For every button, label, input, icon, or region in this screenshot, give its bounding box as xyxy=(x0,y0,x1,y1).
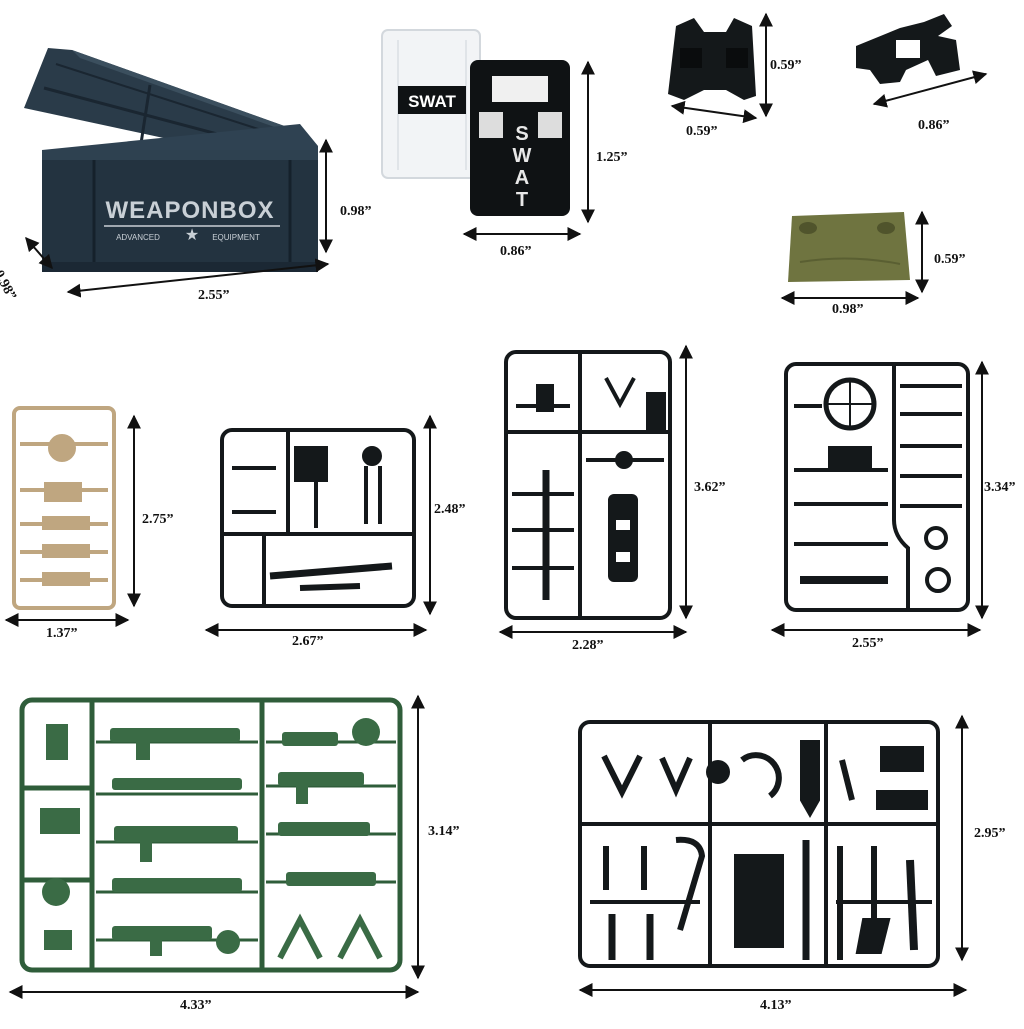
tools-sprue-width-label: 4.13” xyxy=(760,998,792,1013)
crate-sub-left: ADVANCED xyxy=(116,233,160,242)
black-shield-letter-s: S xyxy=(515,123,528,145)
shield-width-label: 0.86” xyxy=(500,244,532,259)
sprue-a-width-label: 2.67” xyxy=(292,634,324,649)
clear-shield-label: SWAT xyxy=(408,92,456,111)
black-sprue-b xyxy=(504,350,672,620)
tan-sprue xyxy=(12,406,116,610)
sprue-a-height-label: 2.48” xyxy=(434,502,466,517)
vest-width-label: 0.59” xyxy=(686,124,718,139)
sprue-c-height-label: 3.34” xyxy=(984,480,1016,495)
sandbag xyxy=(788,212,910,282)
black-sprue-c xyxy=(784,362,970,612)
sandbag-height-label: 0.59” xyxy=(934,252,966,267)
swat-shields xyxy=(381,29,570,216)
black-shield-letter-w: W xyxy=(513,145,532,167)
black-sprue-a xyxy=(220,428,416,608)
mount-width-label: 0.86” xyxy=(918,118,950,133)
crate-width-label: 2.55” xyxy=(198,288,230,303)
sprue-b-height-label: 3.62” xyxy=(694,480,726,495)
crate-star-icon: ★ xyxy=(185,227,199,244)
camo-weapons xyxy=(40,718,383,960)
gun-mount xyxy=(856,14,960,84)
camo-sprue-height-label: 3.14” xyxy=(428,824,460,839)
tan-sprue-width-label: 1.37” xyxy=(46,626,78,641)
black-shield-letter-a: A xyxy=(515,167,529,189)
crate-height-label: 0.98” xyxy=(340,204,372,219)
vest-height-label: 0.59” xyxy=(770,58,802,73)
tan-sprue-height-label: 2.75” xyxy=(142,512,174,527)
sandbag-width-label: 0.98” xyxy=(832,302,864,317)
sprue-c-width-label: 2.55” xyxy=(852,636,884,651)
crate-sub-right: EQUIPMENT xyxy=(212,233,260,242)
tools-sprue xyxy=(578,720,940,968)
sprue-b-width-label: 2.28” xyxy=(572,638,604,653)
shield-height-label: 1.25” xyxy=(596,150,628,165)
black-shield-letter-t: T xyxy=(516,189,528,211)
tactical-vest xyxy=(668,18,756,100)
crate-brand-text: WEAPONBOX xyxy=(105,197,274,224)
camo-sprue-width-label: 4.33” xyxy=(180,998,212,1013)
crate-body xyxy=(42,150,318,272)
tools-sprue-height-label: 2.95” xyxy=(974,826,1006,841)
weapon-crate xyxy=(24,48,318,272)
